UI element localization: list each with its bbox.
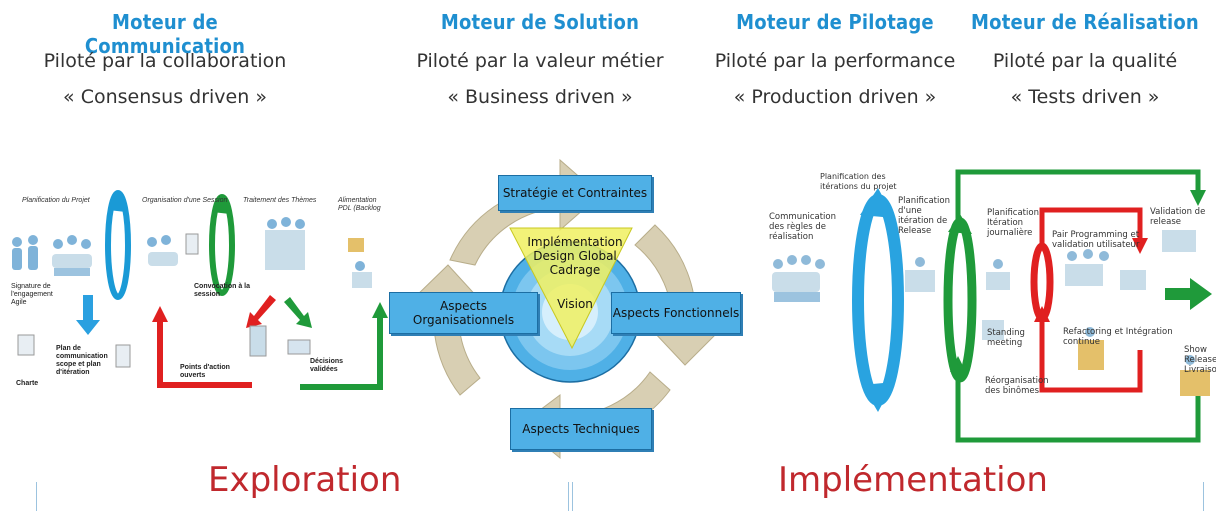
engine-driver-pilotage: Piloté par la performance bbox=[714, 50, 956, 72]
core-design: Design Global bbox=[533, 249, 617, 263]
label-standing-meeting: Standing meeting bbox=[987, 328, 1025, 348]
label-refactoring: Refactoring et Intégration continue bbox=[1063, 327, 1173, 347]
divider-center bbox=[568, 482, 573, 511]
label-plan-release: Planification d'une itération de Release bbox=[898, 196, 950, 236]
box-techniques: Aspects Techniques bbox=[510, 408, 652, 450]
green-cycle-icon bbox=[943, 214, 977, 383]
label-points: Points d'action ouverts bbox=[180, 364, 230, 379]
label-pair-programming: Pair Programming et validation utilisate… bbox=[1052, 230, 1140, 250]
divider-left bbox=[36, 482, 37, 511]
red-diag-arrow bbox=[246, 295, 276, 328]
people-group-icon bbox=[12, 217, 372, 368]
label-plan-journaliere: Planification Itération journalière bbox=[987, 208, 1039, 238]
engine-driver-solution: Piloté par la valeur métier bbox=[416, 50, 664, 72]
header-traitement-themes: Traitement des Thèmes bbox=[243, 197, 317, 204]
exploration-diagram bbox=[12, 190, 388, 390]
green-output-arrow bbox=[300, 315, 383, 390]
label-charte: Charte bbox=[16, 380, 39, 387]
label-plan-iterations: Planification des itérations du projet bbox=[820, 172, 897, 191]
engine-motto-solution: « Business driven » bbox=[447, 86, 633, 108]
core-vision: Vision bbox=[557, 297, 593, 311]
green-diag-arrow bbox=[284, 297, 312, 328]
engine-title-pilotage: Moteur de Pilotage bbox=[736, 10, 934, 34]
core-implementation: Implémentation bbox=[527, 235, 623, 249]
divider-right bbox=[1203, 482, 1204, 511]
label-convocation: Convocation à la session bbox=[194, 283, 251, 298]
phase-exploration: Exploration bbox=[208, 460, 402, 500]
label-decisions: Décisions validées bbox=[310, 358, 344, 373]
header-planification-projet: Planification du Projet bbox=[22, 197, 90, 204]
header-alimentation-pdl: Alimentation PDL (Backlog bbox=[338, 197, 381, 212]
core-cadrage: Cadrage bbox=[549, 263, 601, 277]
engine-title-solution: Moteur de Solution bbox=[440, 10, 640, 34]
label-plan: Plan de communication scope et plan d'it… bbox=[56, 345, 108, 376]
blue-cycle-icon bbox=[852, 188, 904, 412]
people-group-icon bbox=[772, 230, 1210, 396]
label-communication: Communication des règles de réalisation bbox=[769, 212, 836, 242]
red-bottom-loop bbox=[1039, 320, 1143, 393]
engine-motto-realisation: « Tests driven » bbox=[1010, 86, 1160, 108]
box-fonctionnels: Aspects Fonctionnels bbox=[611, 292, 741, 334]
box-strategie: Stratégie et Contraintes bbox=[498, 175, 652, 211]
red-cycle-icon bbox=[1030, 242, 1054, 322]
label-validation-release: Validation de release bbox=[1150, 207, 1206, 227]
green-bottom-loop bbox=[955, 370, 1201, 443]
label-reorganisation: Réorganisation des binômes bbox=[985, 376, 1049, 396]
blue-down-arrow bbox=[76, 295, 100, 335]
engine-motto-communication: « Consensus driven » bbox=[63, 86, 267, 108]
green-cycle-icon bbox=[209, 194, 235, 296]
red-feedback-arrow bbox=[157, 320, 252, 388]
engine-title-communication: Moteur de Communication bbox=[84, 10, 246, 58]
phase-implementation: Implémentation bbox=[778, 460, 1048, 500]
red-top-loop bbox=[1039, 207, 1143, 248]
green-right-arrow bbox=[1165, 278, 1212, 310]
engine-title-realisation: Moteur de Réalisation bbox=[971, 10, 1199, 34]
implementation-diagram bbox=[772, 169, 1212, 443]
box-organisationnels: Aspects Organisationnels bbox=[389, 292, 538, 334]
header-organisation-session: Organisation d'une Session bbox=[142, 197, 228, 204]
engine-driver-realisation: Piloté par la qualité bbox=[992, 50, 1178, 72]
label-show-release: Show Release Livraison bbox=[1184, 345, 1216, 375]
funnel-triangle bbox=[509, 227, 633, 350]
engine-motto-pilotage: « Production driven » bbox=[733, 86, 937, 108]
engine-driver-communication: Piloté par la collaboration bbox=[43, 50, 287, 72]
green-top-loop bbox=[955, 169, 1201, 220]
label-signature: Signature de l'engagement Agile bbox=[11, 283, 53, 306]
blue-cycle-icon bbox=[105, 190, 131, 300]
